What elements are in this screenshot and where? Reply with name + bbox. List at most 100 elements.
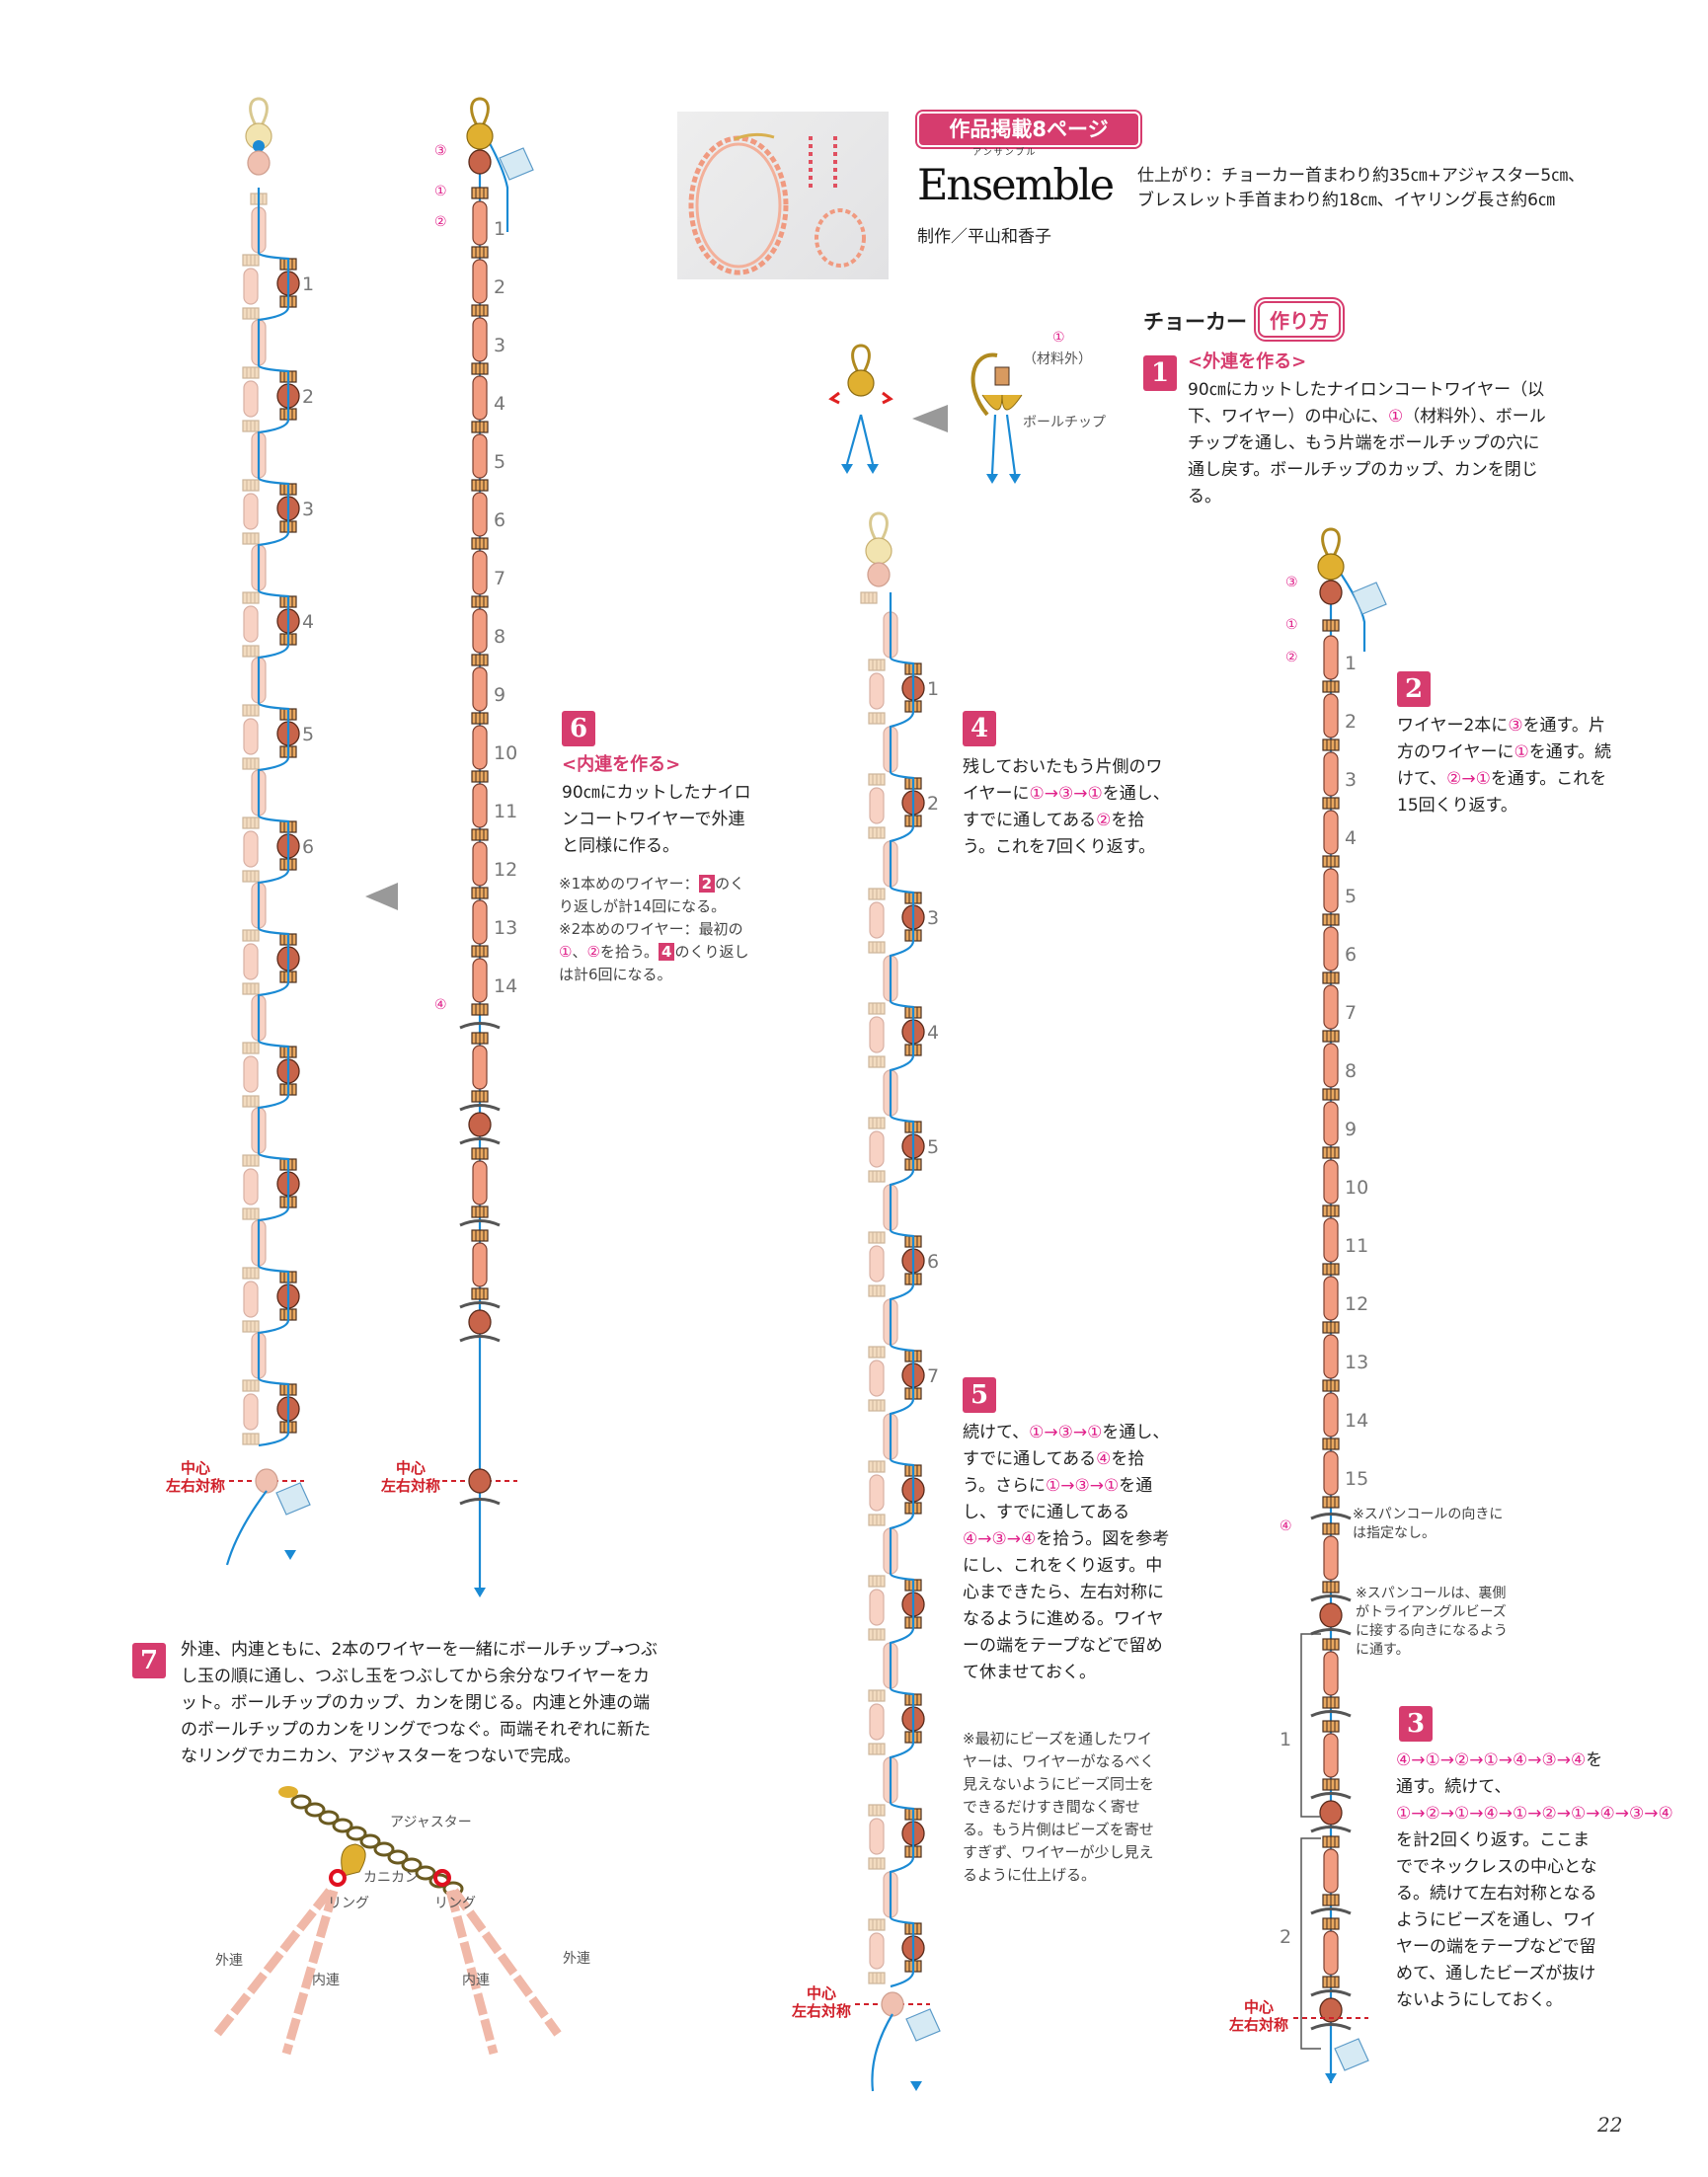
tube-bead — [243, 718, 259, 755]
adjuster-link — [373, 1841, 395, 1857]
tube-bead — [243, 830, 259, 868]
tube-bead — [1323, 751, 1339, 797]
sequin — [459, 1301, 501, 1309]
step-6-text: 90㎝にカットしたナイロンコートワイヤーで外連と同様に作る。 — [562, 783, 751, 856]
tube-bead — [243, 605, 259, 643]
bracket — [1300, 1837, 1321, 2050]
strand — [281, 1889, 339, 2056]
center-text: 中心 — [181, 1459, 211, 1477]
step-count-label: 11 — [494, 801, 517, 822]
sequin — [1310, 1513, 1352, 1520]
arrow-down-icon — [910, 2081, 922, 2091]
step-count-label: 13 — [494, 917, 517, 939]
tube-bead — [243, 268, 259, 305]
page-number: 22 — [1597, 2113, 1623, 2137]
finished-size: 仕上がり：チョーカー首まわり約35㎝+アジャスター5㎝、 ブレスレット手首まわり… — [1137, 164, 1585, 213]
strand — [450, 1888, 562, 2037]
next-arrow-icon — [365, 883, 398, 910]
tube-bead — [1323, 1101, 1339, 1146]
annotation-2: ② — [1285, 650, 1298, 665]
tube-bead — [472, 317, 488, 362]
step-count-label: 12 — [1345, 1293, 1368, 1315]
step-count-label: 5 — [927, 1136, 939, 1158]
step-2-text: ワイヤー2本に③を通す。片方のワイヤーに①を通す。続けて、②→①を通す。これを1… — [1397, 716, 1612, 816]
step-3-text: ④→①→②→①→④→③→④を通す。続けて、①→②→①→④→①→②→①→④→③→④… — [1396, 1750, 1673, 2010]
tape — [905, 2008, 941, 2042]
annotation-2: ② — [434, 214, 447, 230]
arrow-down-icon — [474, 1588, 486, 1597]
label-outer-right: 外連 — [563, 1951, 590, 1967]
ring — [329, 1869, 347, 1887]
bracket — [1300, 1633, 1321, 1818]
step-count-label: 3 — [927, 907, 939, 929]
step-count-label: 3 — [302, 499, 314, 520]
tube-bead — [243, 1281, 259, 1318]
sequin — [1310, 2023, 1352, 2031]
step-count-label: 2 — [494, 276, 505, 298]
tube-bead — [472, 550, 488, 595]
step-1-text: 90㎝にカットしたナイロンコートワイヤー（以下、ワイヤー）の中心に、①（材料外）… — [1188, 380, 1546, 506]
tube-bead — [1323, 1930, 1339, 1976]
ball-chip-loop — [470, 97, 490, 131]
tube-bead — [1323, 926, 1339, 972]
annotation-4: ④ — [434, 997, 447, 1013]
adjuster-link — [359, 1833, 381, 1849]
step-count-label: 4 — [927, 1022, 939, 1044]
tape — [499, 147, 534, 181]
tube-bead — [869, 1932, 885, 1970]
step-5-text: 続けて、①→③→①を通し、すでに通してある④を拾う。さらに①→③→①を通し、すで… — [963, 1423, 1170, 1682]
sequin — [459, 1335, 501, 1343]
step-count-label: 5 — [494, 451, 505, 473]
adjuster-link — [387, 1849, 409, 1865]
step-5-note: ※最初にビーズを通したワイヤーは、ワイヤーがなるべく見えないようにビーズ同士をで… — [963, 1730, 1155, 1884]
step-count-label: 13 — [1345, 1352, 1368, 1373]
spec-line-2: ブレスレット手首まわり約18㎝、イヤリング長さ約6㎝ — [1137, 191, 1555, 210]
round-bead — [468, 1112, 492, 1137]
center-label-col-mid: 中心左右対称 — [792, 1984, 851, 2020]
step-count-label: 6 — [1345, 944, 1357, 966]
sequin — [459, 1022, 501, 1030]
tube-bead — [869, 1130, 885, 1168]
ball-chip-loop — [851, 344, 871, 378]
symmetry-text: 左右対称 — [381, 1477, 441, 1495]
tube-bead — [1323, 1450, 1339, 1496]
note-2-prefix: ※2本めのワイヤー：最初の①、②を拾う。 — [559, 920, 743, 961]
step-count-label: 14 — [1345, 1410, 1368, 1432]
center-label-col-a: 中心左右対称 — [166, 1459, 225, 1495]
sequin — [1310, 1710, 1352, 1718]
round-bead — [468, 149, 492, 175]
symmetry-text: 左右対称 — [166, 1477, 226, 1495]
ball-chip-cups — [981, 394, 1023, 411]
tube-bead — [869, 1703, 885, 1741]
step-7-badge: 7 — [132, 1643, 166, 1678]
tube-bead — [1323, 1043, 1339, 1088]
arrow-down-icon — [1009, 474, 1021, 484]
next-arrow-icon — [912, 405, 948, 432]
tube-bead — [472, 492, 488, 537]
round-bead — [1319, 1602, 1343, 1628]
tube-bead — [472, 1160, 488, 1205]
sequin — [1310, 1792, 1352, 1800]
round-bead — [468, 1468, 492, 1494]
tube-bead — [243, 1055, 259, 1093]
round-bead — [468, 1309, 492, 1335]
tube-bead — [1323, 1276, 1339, 1321]
wire — [889, 592, 915, 1988]
ball-chip-loop — [1321, 527, 1341, 562]
center-text: 中心 — [1244, 1998, 1275, 2016]
step-count-label: 5 — [1345, 886, 1357, 907]
sequin — [459, 1498, 501, 1506]
round-bead — [1319, 1800, 1343, 1826]
tube-bead — [1323, 1651, 1339, 1696]
sequin — [459, 1104, 501, 1112]
tube-bead — [472, 666, 488, 712]
tape — [1352, 582, 1387, 615]
step-count-label: 5 — [302, 724, 314, 745]
label-adjuster: アジャスター — [390, 1815, 472, 1830]
step-count-label: 9 — [1345, 1119, 1357, 1140]
tube-bead — [243, 943, 259, 980]
step-count-label: 11 — [1345, 1235, 1368, 1257]
annotation-3: ③ — [434, 143, 447, 159]
adjuster-link — [401, 1857, 423, 1873]
